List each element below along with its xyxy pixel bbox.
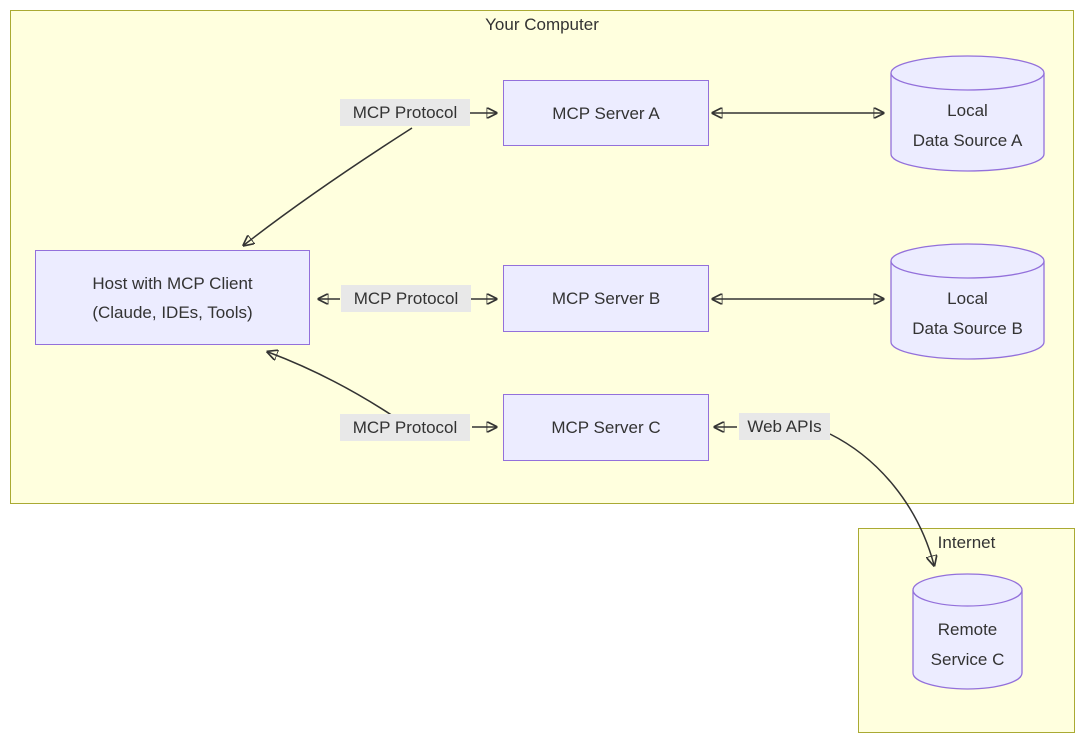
cylinder-shape-c (912, 573, 1023, 690)
node-local-data-source-a-label: Local Data Source A (890, 96, 1045, 156)
data-source-a-line1: Local (947, 101, 988, 120)
node-remote-service-c-label: Remote Service C (912, 615, 1023, 675)
node-host-mcp-client: Host with MCP Client (Claude, IDEs, Tool… (35, 250, 310, 345)
node-local-data-source-b: Local Data Source B (890, 243, 1045, 360)
data-source-a-line2: Data Source A (912, 131, 1023, 150)
node-host-line2: (Claude, IDEs, Tools) (92, 302, 253, 322)
node-remote-service-c: Remote Service C (912, 573, 1023, 690)
node-mcp-server-b-label: MCP Server B (551, 289, 661, 308)
data-source-b-line1: Local (947, 289, 988, 308)
cluster-internet-label: Internet (937, 533, 996, 552)
node-local-data-source-a: Local Data Source A (890, 55, 1045, 172)
node-host-line1: Host with MCP Client (92, 273, 253, 293)
node-local-data-source-b-label: Local Data Source B (890, 284, 1045, 344)
remote-service-c-line2: Service C (930, 650, 1005, 669)
edge-label-mcp-protocol-b: MCP Protocol (341, 285, 471, 312)
node-mcp-server-a: MCP Server A (503, 80, 709, 146)
edge-label-mcp-protocol-c: MCP Protocol (340, 414, 470, 441)
data-source-b-line2: Data Source B (912, 319, 1023, 338)
node-mcp-server-b: MCP Server B (503, 265, 709, 332)
cylinder-shape-a (890, 55, 1045, 172)
edge-label-mcp-protocol-a: MCP Protocol (340, 99, 470, 126)
remote-service-c-line1: Remote (937, 620, 998, 639)
cylinder-shape-b (890, 243, 1045, 360)
cluster-your-computer-label: Your Computer (485, 15, 599, 34)
node-mcp-server-c: MCP Server C (503, 394, 709, 461)
edge-label-web-apis: Web APIs (739, 413, 830, 440)
node-mcp-server-a-label: MCP Server A (552, 103, 660, 123)
node-mcp-server-c-label: MCP Server C (551, 418, 661, 437)
